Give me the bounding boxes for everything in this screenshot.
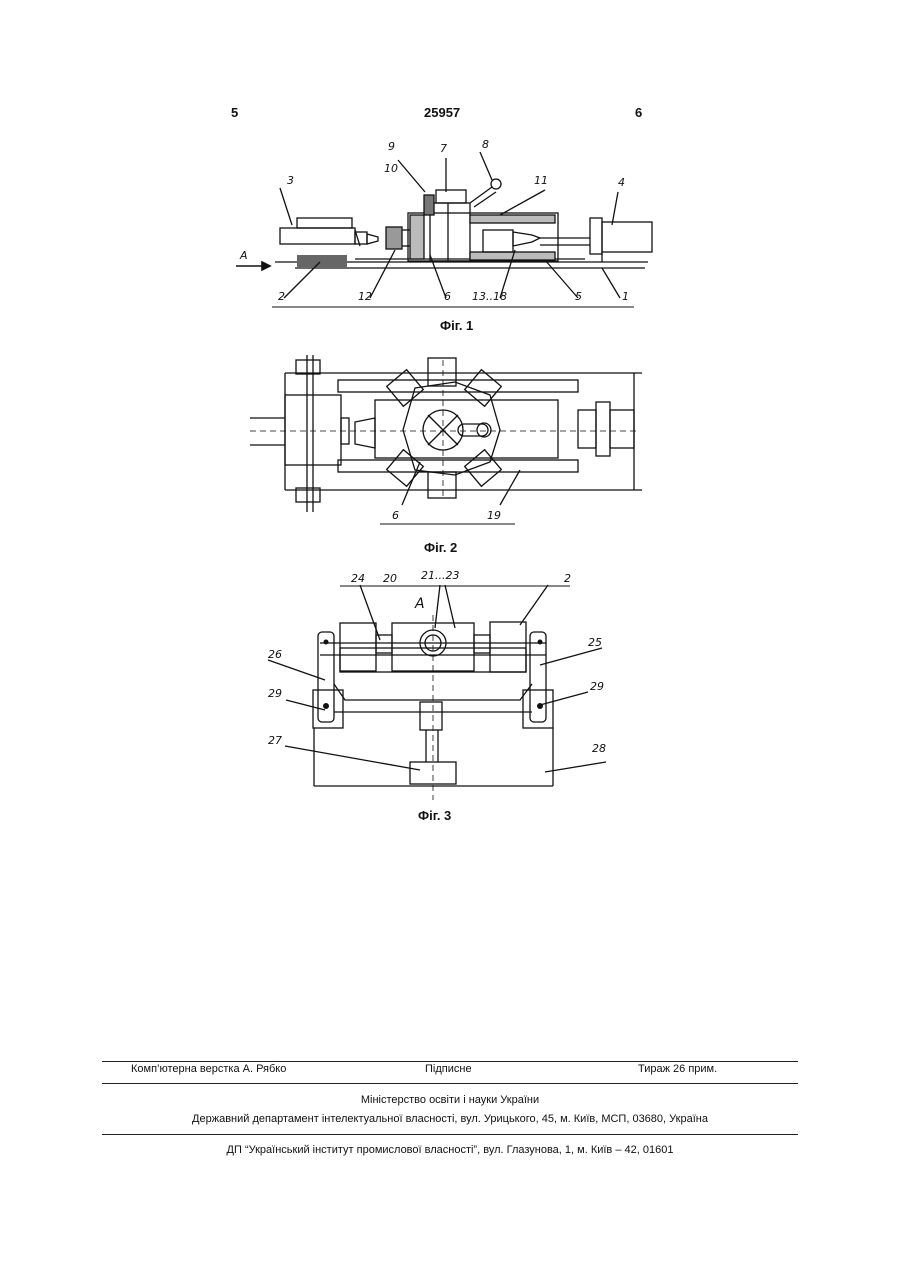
fig3-label: 26 [268, 648, 282, 661]
footer-rule-bottom [102, 1134, 798, 1135]
fig3-label: 27 [268, 734, 282, 747]
footer-rule-middle [102, 1083, 798, 1084]
fig3-label: А [414, 596, 425, 612]
footer-rule-top [102, 1061, 798, 1062]
footer-layout-credit: Комп’ютерна верстка А. Рябко [131, 1063, 286, 1075]
fig3-label: 29 [590, 680, 604, 693]
footer-circulation: Тираж 26 прим. [638, 1063, 717, 1075]
fig3-label: 29 [268, 687, 282, 700]
fig3-label: 20 [383, 572, 397, 585]
fig3-label: 24 [351, 572, 365, 585]
fig3-label: 21...23 [421, 569, 459, 582]
fig3-caption: Фіг. 3 [418, 808, 451, 823]
fig3-label: 28 [592, 742, 606, 755]
fig3-label: 2 [564, 572, 571, 585]
footer-signed: Підписне [425, 1063, 472, 1075]
footer-department: Державний департамент інтелектуальної вл… [102, 1113, 798, 1125]
footer-institute: ДП “Український інститут промислової вла… [102, 1144, 798, 1156]
fig3-label: 25 [588, 636, 602, 649]
footer-ministry: Міністерство освіти і науки України [102, 1094, 798, 1106]
